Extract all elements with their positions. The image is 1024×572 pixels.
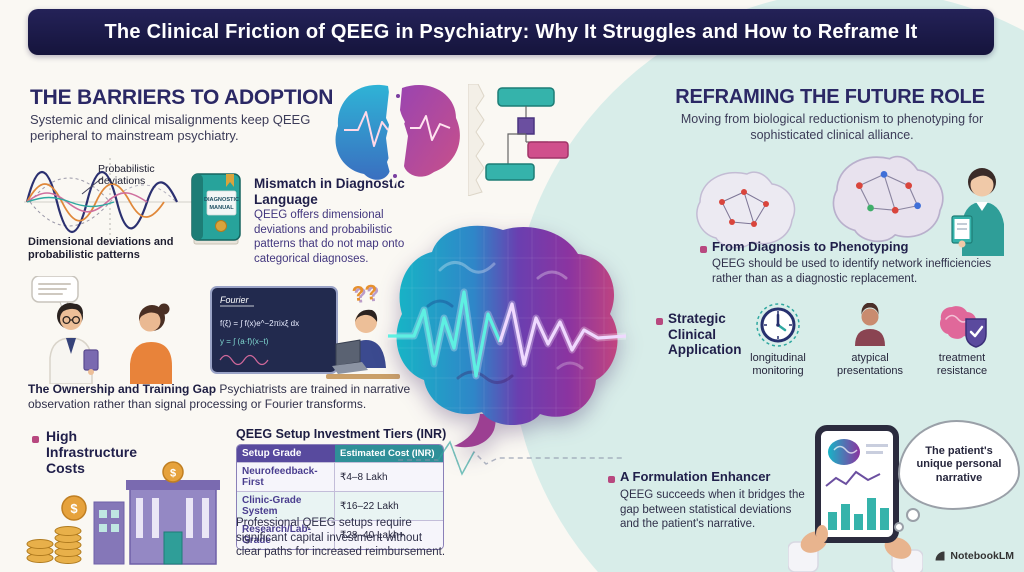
training-gap-heading: The Ownership and Training Gap — [28, 382, 217, 396]
confused-learner-graphic — [326, 309, 400, 379]
costs-bullet — [32, 436, 39, 443]
network-brain-2 — [832, 155, 944, 243]
broken-brain-graphic — [335, 82, 460, 188]
reframing-heading: REFRAMING THE FUTURE ROLE — [675, 86, 985, 108]
title-part: in Psychiatry: — [395, 20, 530, 43]
formulation-body: QEEG succeeds when it bridges the gap be… — [620, 489, 805, 531]
tablet-hands-graphic — [788, 425, 923, 572]
building-coin-symbol: $ — [170, 468, 176, 480]
shield-brain-icon — [939, 306, 987, 348]
table-header-cost: Estimated Cost (INR) — [335, 445, 443, 463]
barriers-heading: THE BARRIERS TO ADOPTION — [30, 86, 334, 109]
brain-hero-graphic — [388, 225, 626, 448]
formulation-heading: A Formulation Enhancer — [620, 469, 771, 484]
phenotyping-bullet — [700, 246, 707, 253]
thought-bubble-tail — [894, 522, 904, 532]
bank-building-icon: $ — [93, 461, 220, 565]
formulation-bullet — [608, 476, 615, 483]
network-brains-graphic — [696, 155, 1004, 256]
fourier-formula-1: f(ξ) = ∫ f(x)e^−2πixξ dx — [220, 319, 299, 328]
table-cell-cost: ₹16–22 Lakh — [335, 492, 443, 521]
fourier-chalkboard: Fourier f(ξ) = ∫ f(x)e^−2πixξ dx y = ∫ (… — [210, 286, 338, 374]
table-cell-cost: ₹28–40 Lakh+ — [335, 521, 443, 549]
clinician-figure — [49, 303, 99, 384]
costs-heading: High Infrastructure Costs — [46, 428, 138, 477]
thought-bubble-tail — [906, 508, 920, 522]
waveform-label-bottom: Dimensional deviations and probabilistic… — [28, 236, 174, 262]
investment-table-title: QEEG Setup Investment Tiers (INR) — [236, 427, 447, 441]
dollar-coin-symbol: $ — [70, 501, 78, 516]
training-gap-text: The Ownership and Training Gap Psychiatr… — [28, 382, 422, 413]
table-cell-cost: ₹4–8 Lakh — [335, 463, 443, 492]
network-brain-1 — [696, 171, 796, 249]
title-part: Clinical Friction of QEEG — [146, 20, 390, 43]
training-gap-body: Psychiatrists are trained in narrative o… — [28, 382, 411, 412]
thought-bubble-text: The patient's unique personal narrative — [916, 445, 1002, 484]
mismatch-body: QEEG offers dimensional deviations and p… — [254, 209, 405, 266]
diagnosis-flowchart-graphic — [468, 84, 569, 196]
thought-bubble: The patient's unique personal narrative — [898, 420, 1020, 510]
clock-icon — [756, 303, 800, 347]
title-part: Why It Struggles and How to Reframe It — [535, 20, 918, 43]
book-title-line2: MANUAL — [209, 205, 234, 211]
coin-stack-icon: $ — [26, 495, 87, 564]
patient-figure — [130, 303, 172, 384]
diagnostic-manual-icon: DIAGNOSTIC MANUAL — [191, 173, 241, 245]
table-header-grade: Setup Grade — [237, 445, 335, 463]
title-banner: The Clinical Friction of QEEG in Psychia… — [28, 9, 994, 55]
investment-table: Setup Grade Estimated Cost (INR) Neurofe… — [236, 444, 444, 550]
main-title: The Clinical Friction of QEEG in Psychia… — [104, 21, 917, 44]
watermark: NotebookLM — [934, 550, 1014, 562]
notebooklm-logo-icon — [935, 551, 945, 561]
costs-body: Professional QEEG setups require signifi… — [236, 517, 446, 559]
board-label: Fourier — [220, 295, 250, 305]
phenotyping-body: QEEG should be used to identify network … — [712, 258, 992, 285]
reframing-subtitle: Moving from biological reductionism to p… — [680, 112, 984, 142]
strategic-heading: Strategic Clinical Application — [668, 311, 742, 358]
mismatch-heading: Mismatch in Diagnostic Language — [254, 176, 405, 207]
title-part: The — [104, 20, 141, 43]
watermark-label: NotebookLM — [950, 550, 1014, 562]
doctor-figure — [951, 168, 1004, 256]
book-title-line1: DIAGNOSTIC — [204, 197, 239, 203]
waveform-label-top: Probabilistic deviations — [98, 163, 155, 188]
infrastructure-buildings-graphic: $ $ — [26, 461, 220, 565]
strategic-item-label: atypical presentations — [836, 352, 904, 378]
clinician-patient-graphic — [31, 276, 172, 384]
phenotyping-heading: From Diagnosis to Phenotyping — [712, 239, 909, 254]
strategic-bullet — [656, 318, 663, 325]
deviation-waveform-graphic — [24, 158, 198, 246]
table-cell-grade: Research/Lab-Grade — [237, 521, 335, 549]
barriers-subtitle: Systemic and clinical misalignments keep… — [30, 112, 311, 144]
atypical-patient-icon — [855, 303, 885, 346]
strategic-item-label: longitudinal monitoring — [750, 352, 806, 378]
question-marks: ?? — [350, 280, 379, 307]
table-cell-grade: Neurofeedback-First — [237, 463, 335, 492]
table-cell-grade: Clinic-Grade System — [237, 492, 335, 521]
strategic-item-label: treatment resistance — [936, 352, 988, 378]
fourier-formula-2: y = ∫ (a·f)(x−t) — [220, 337, 269, 346]
faint-eeg-wave — [398, 440, 623, 476]
